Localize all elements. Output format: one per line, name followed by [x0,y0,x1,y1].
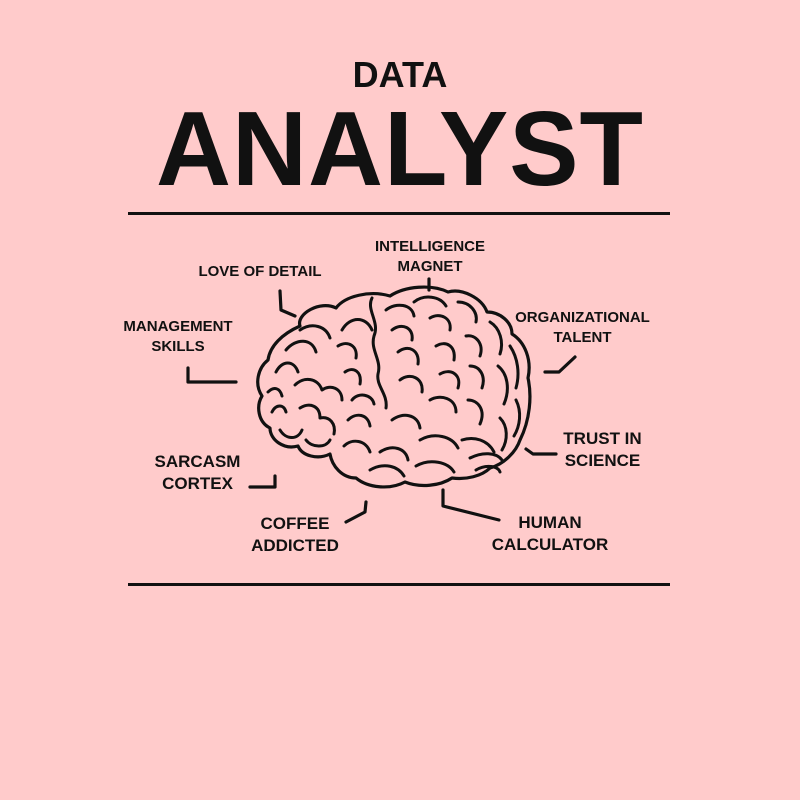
label-line: SCIENCE [564,451,641,471]
label-line: MAGNET [397,257,463,275]
label-line: CALCULATOR [491,535,609,555]
label-coffee-addicted: COFFEE ADDICTED [235,513,355,557]
label-love-of-detail: LOVE OF DETAIL [185,262,335,282]
label-line: CORTEX [162,474,233,494]
label-line: ADDICTED [251,536,339,556]
label-management-skills: MANAGEMENT SKILLS [118,317,238,356]
title-data: DATA [352,54,448,95]
label-line: TRUST IN [563,429,642,448]
leader-lines [186,277,577,524]
top-divider [128,212,670,215]
label-human-calculator: HUMAN CALCULATOR [480,512,620,556]
label-line: HUMAN [518,513,582,532]
label-line: ORGANIZATIONAL [515,309,650,326]
label-sarcasm-cortex: SARCASM CORTEX [135,451,260,495]
label-line: TALENT [553,328,612,346]
label-line: LOVE OF DETAIL [198,263,322,280]
label-line: SARCASM [154,452,241,471]
label-trust-in-science: TRUST IN SCIENCE [545,428,660,472]
label-line: COFFEE [260,514,330,533]
brain-outline [256,285,532,489]
label-intelligence-magnet: INTELLIGENCE MAGNET [350,237,510,276]
label-line: INTELLIGENCE [374,238,485,255]
title-analyst: ANALYST [156,90,644,208]
brain-folds [266,295,522,478]
label-organizational-talent: ORGANIZATIONAL TALENT [500,308,665,347]
bottom-divider [128,583,670,586]
label-line: MANAGEMENT [123,318,233,335]
label-line: SKILLS [151,337,205,355]
